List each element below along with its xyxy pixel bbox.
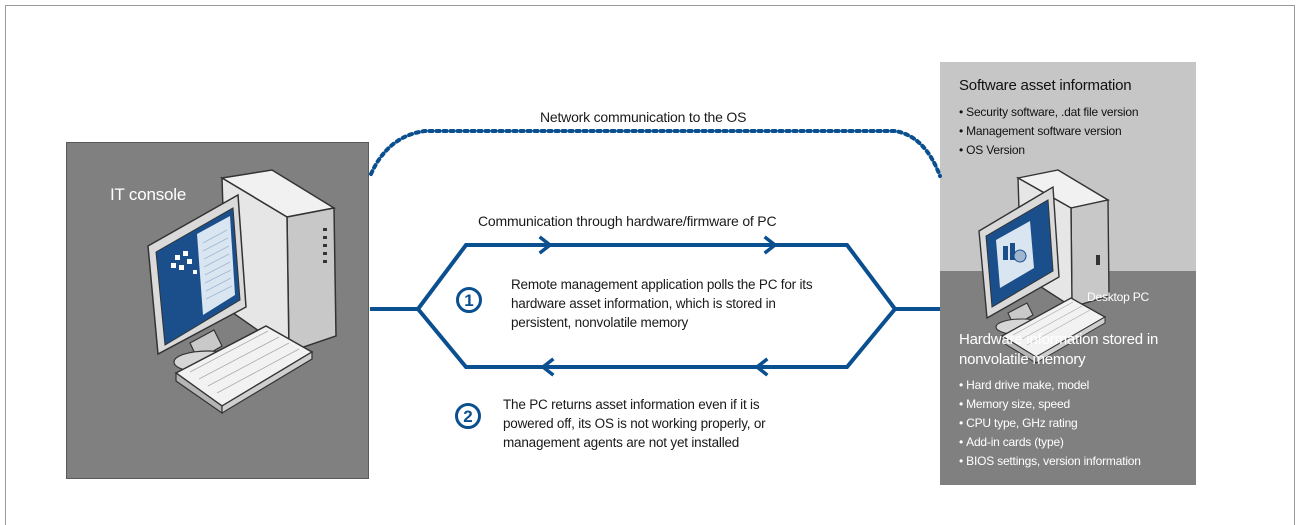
arrow-left-2: [754, 357, 769, 377]
step-1-badge: 1: [456, 287, 482, 313]
arrow-right-2: [763, 235, 778, 255]
hardware-info-item: Add-in cards (type): [959, 433, 1141, 452]
hardware-communication-label: Communication through hardware/firmware …: [478, 213, 777, 229]
software-asset-title: Software asset information: [959, 77, 1132, 94]
software-asset-list: Security software, .dat file version Man…: [959, 103, 1138, 160]
it-console-computer-illustration: [147, 169, 337, 415]
hardware-info-item: Memory size, speed: [959, 395, 1141, 414]
hardware-info-list: Hard drive make, model Memory size, spee…: [959, 376, 1141, 471]
software-asset-item: Security software, .dat file version: [959, 103, 1138, 122]
hardware-communication-loop: [370, 243, 940, 369]
hardware-info-item: BIOS settings, version information: [959, 452, 1141, 471]
arrow-right-1: [538, 235, 553, 255]
it-console-label: IT console: [110, 185, 187, 204]
hardware-info-item: Hard drive make, model: [959, 376, 1141, 395]
desktop-pc-illustration: [978, 169, 1110, 364]
network-communication-label: Network communication to the OS: [540, 109, 747, 125]
step-2-badge: 2: [455, 403, 481, 429]
step-2-text: The PC returns asset information even if…: [503, 397, 766, 450]
software-asset-item: OS Version: [959, 141, 1138, 160]
desktop-pc-label: Desktop PC: [1087, 290, 1150, 304]
hardware-info-item: CPU type, GHz rating: [959, 414, 1141, 433]
network-connection-line: [369, 129, 942, 178]
arrow-left-1: [540, 357, 555, 377]
diagram-frame: [5, 5, 1295, 525]
hardware-info-title: Hardware information stored in nonvolati…: [959, 331, 1159, 368]
step-1-text: Remote management application polls the …: [511, 277, 813, 330]
software-asset-item: Management software version: [959, 122, 1138, 141]
